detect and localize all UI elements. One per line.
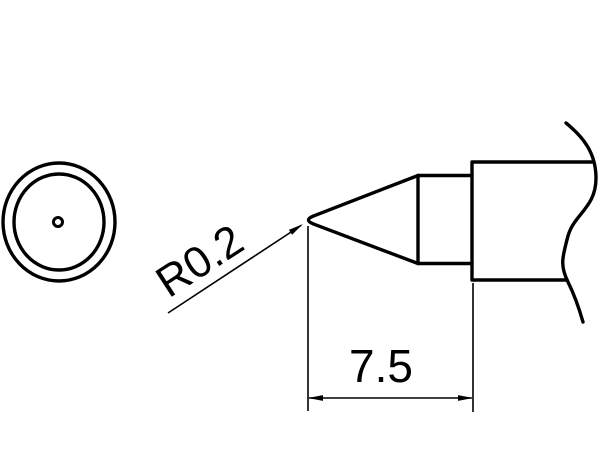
end-view [1,161,117,283]
end-view-inner-circle [12,172,106,272]
dimension-arrow-right [458,395,473,401]
dimension-lines [167,224,474,412]
shaft-cylinder-lines [416,173,474,266]
radius-leader-line [167,224,302,314]
dimension-arrow-left [308,395,323,401]
length-dimension-label: 7.5 [349,340,413,392]
radius-label: R0.2 [147,215,252,307]
break-line [561,121,598,324]
end-view-outer-circle [1,161,117,283]
arrowheads [288,224,473,401]
side-view [306,121,598,324]
leader-arrowhead [288,224,303,235]
end-view-center-dot [52,216,64,228]
body-cylinder-outline [470,160,594,282]
tip-cone-outline [306,173,420,266]
